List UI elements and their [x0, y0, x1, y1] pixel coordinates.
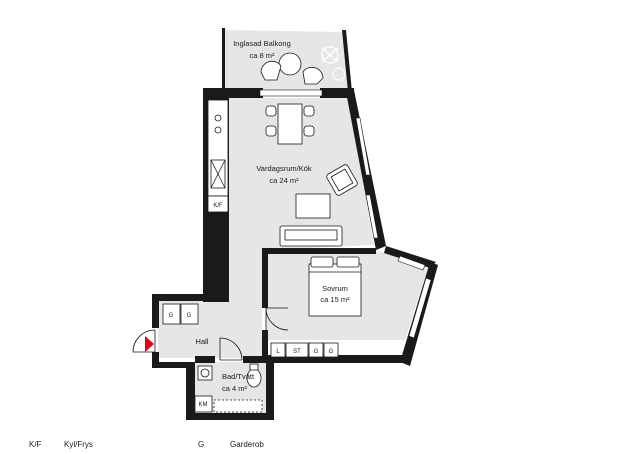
bed — [308, 263, 362, 317]
tag-g-hall-1: G — [169, 313, 174, 319]
living-area: ca 24 m² — [269, 176, 299, 185]
dining-table — [277, 103, 303, 145]
tag-kf: K/F — [213, 203, 223, 209]
legend-kf-label: Kyl/Frys — [64, 440, 93, 449]
living-name: Vardagsrum/Kök — [256, 164, 312, 173]
living-floor — [229, 98, 374, 250]
balcony-name: Inglasad Balkong — [233, 39, 291, 48]
bedroom-name: Sovrum — [322, 284, 348, 293]
tag-l: L — [276, 349, 280, 355]
bath-name: Bad/Tvätt — [222, 372, 255, 381]
balcony-table — [278, 52, 302, 76]
balcony-area: ca 8 m² — [249, 51, 275, 60]
tag-g-bed-1: G — [314, 349, 319, 355]
tag-st: ST — [293, 349, 301, 355]
bath-door — [219, 337, 243, 361]
balcony-chair-right — [302, 66, 324, 85]
tag-km: KM — [199, 402, 208, 408]
bath-area: ca 4 m² — [222, 384, 248, 393]
bedroom-area: ca 15 m² — [320, 295, 350, 304]
entrance-arrow — [145, 336, 154, 352]
armchair — [326, 164, 358, 196]
legend-g-code: G — [198, 440, 205, 449]
closets — [162, 195, 339, 413]
tag-g-bed-2: G — [329, 349, 334, 355]
hall-floor — [158, 250, 262, 358]
shower — [213, 399, 263, 413]
floor-fills — [158, 30, 428, 413]
tag-g-hall-2: G — [187, 313, 192, 319]
furniture — [197, 52, 362, 413]
kitchen-counter — [207, 99, 229, 213]
legend-kf-code: K/F — [29, 440, 42, 449]
balcony-chair-left — [260, 60, 282, 81]
hall-name: Hall — [196, 337, 209, 346]
balcony-rug — [321, 46, 346, 81]
doors — [132, 307, 289, 361]
front-door — [132, 329, 156, 353]
bedroom-door — [265, 307, 289, 331]
windows — [259, 89, 432, 339]
coffee-table — [295, 193, 331, 219]
legend-g-label: Garderob — [230, 440, 264, 449]
